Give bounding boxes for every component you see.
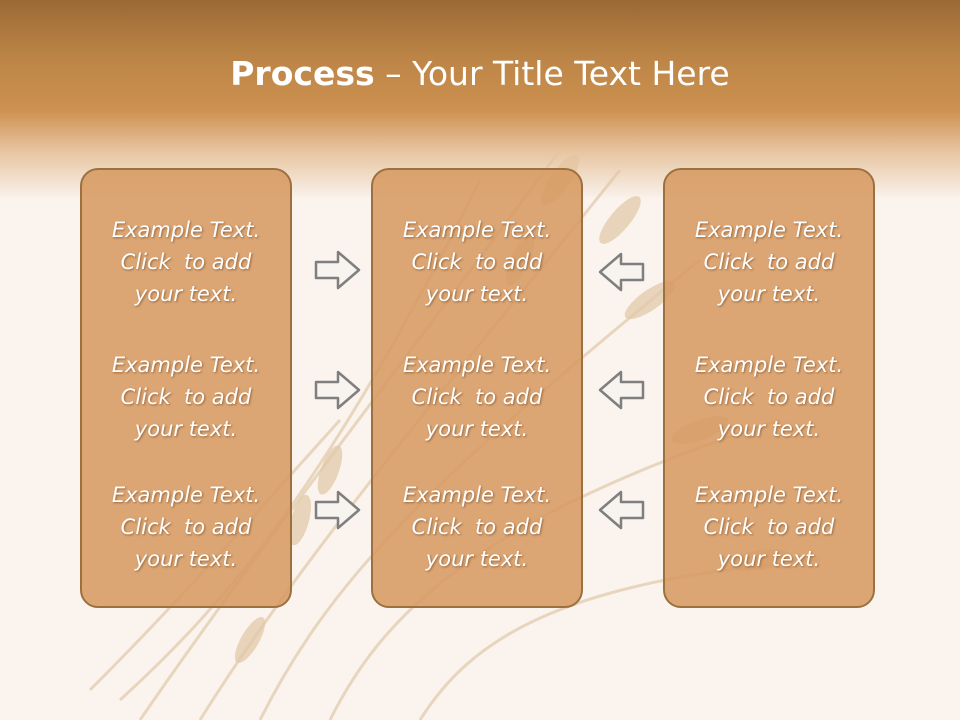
- text-line: your text.: [425, 547, 529, 571]
- text-line: Click to add: [703, 250, 835, 274]
- text-line: Click to add: [120, 385, 252, 409]
- text-line: your text.: [134, 282, 238, 306]
- text-line: Example Text.: [402, 353, 552, 377]
- text-line: your text.: [717, 547, 821, 571]
- text-line: Click to add: [120, 515, 252, 539]
- slide-title[interactable]: Process – Your Title Text Here: [0, 52, 960, 96]
- text-line: Click to add: [411, 250, 543, 274]
- text-line: Click to add: [411, 515, 543, 539]
- text-line: Example Text.: [694, 218, 844, 242]
- text-line: your text.: [425, 417, 529, 441]
- text-block[interactable]: Example Text. Click to add your text.: [373, 214, 581, 310]
- text-block[interactable]: Example Text. Click to add your text.: [373, 349, 581, 445]
- title-bold-part: Process: [230, 54, 375, 93]
- arrow-left-icon: [598, 490, 645, 530]
- text-line: your text.: [717, 417, 821, 441]
- text-line: Click to add: [703, 515, 835, 539]
- text-line: Example Text.: [111, 353, 261, 377]
- text-line: Example Text.: [111, 218, 261, 242]
- left-text-box[interactable]: Example Text. Click to add your text. Ex…: [80, 168, 292, 608]
- text-block[interactable]: Example Text. Click to add your text.: [665, 214, 873, 310]
- title-rest-part: – Your Title Text Here: [374, 54, 730, 93]
- right-text-box[interactable]: Example Text. Click to add your text. Ex…: [663, 168, 875, 608]
- arrow-right-icon: [314, 370, 361, 410]
- text-line: Example Text.: [111, 483, 261, 507]
- text-block[interactable]: Example Text. Click to add your text.: [373, 479, 581, 575]
- text-line: your text.: [717, 282, 821, 306]
- text-line: Example Text.: [694, 483, 844, 507]
- arrow-right-icon: [314, 250, 361, 290]
- text-block[interactable]: Example Text. Click to add your text.: [665, 479, 873, 575]
- text-block[interactable]: Example Text. Click to add your text.: [82, 349, 290, 445]
- text-line: your text.: [425, 282, 529, 306]
- text-block[interactable]: Example Text. Click to add your text.: [82, 479, 290, 575]
- text-line: Click to add: [411, 385, 543, 409]
- header-band: [0, 0, 960, 200]
- text-line: Click to add: [120, 250, 252, 274]
- text-line: Example Text.: [402, 218, 552, 242]
- arrow-left-icon: [598, 370, 645, 410]
- text-line: Example Text.: [694, 353, 844, 377]
- middle-text-box[interactable]: Example Text. Click to add your text. Ex…: [371, 168, 583, 608]
- text-block[interactable]: Example Text. Click to add your text.: [665, 349, 873, 445]
- text-block[interactable]: Example Text. Click to add your text.: [82, 214, 290, 310]
- text-line: Click to add: [703, 385, 835, 409]
- arrow-right-icon: [314, 490, 361, 530]
- text-line: your text.: [134, 417, 238, 441]
- text-line: your text.: [134, 547, 238, 571]
- arrow-left-icon: [598, 252, 645, 292]
- text-line: Example Text.: [402, 483, 552, 507]
